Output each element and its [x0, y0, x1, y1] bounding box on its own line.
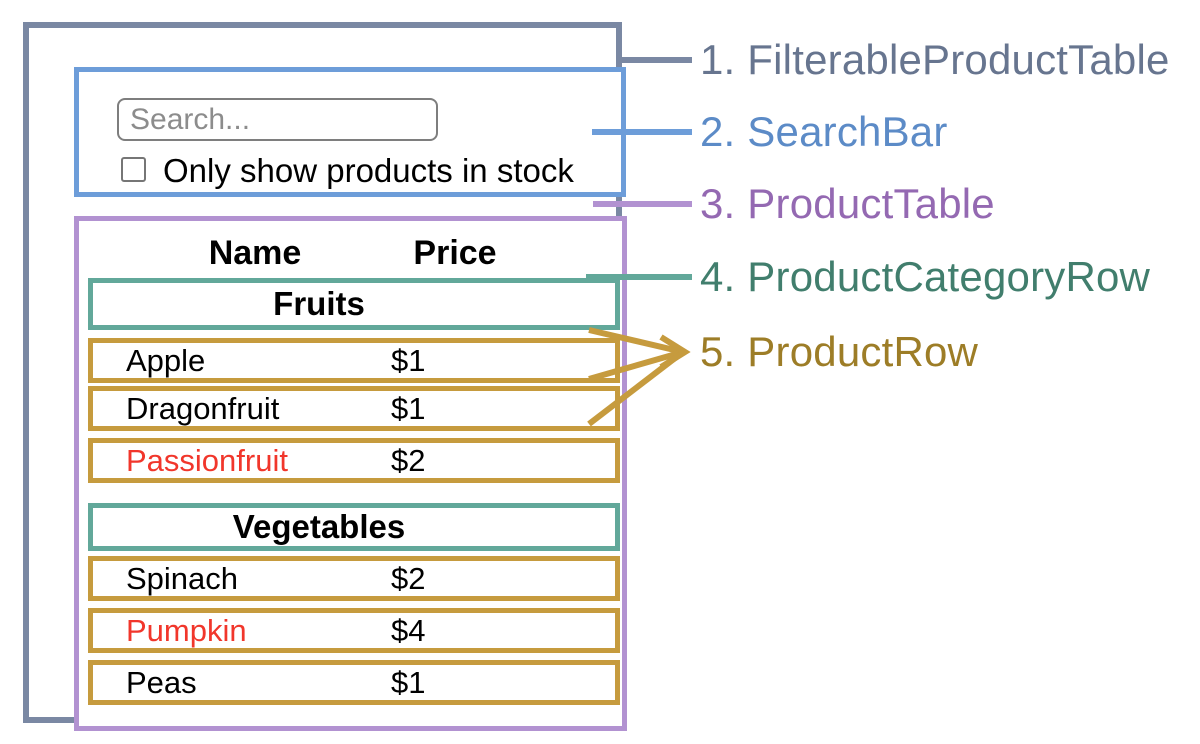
label-product-category-row: 4. ProductCategoryRow [700, 253, 1151, 300]
label-search-bar: 2. SearchBar [700, 108, 948, 155]
product-name: Dragonfruit [126, 390, 280, 426]
search-input[interactable] [117, 98, 438, 141]
product-table-box: Name Price Fruits Apple $1 Dragonfruit $… [74, 216, 627, 731]
product-price: $1 [391, 390, 426, 426]
product-row: Dragonfruit $1 [88, 386, 620, 431]
column-header-name: Name [208, 233, 302, 272]
product-price: $2 [391, 560, 426, 596]
in-stock-checkbox-label: Only show products in stock [163, 152, 574, 189]
filterable-product-table-box: Only show products in stock Name Price F… [23, 22, 627, 731]
label-filterable-product-table: 1. FilterableProductTable [700, 36, 1170, 83]
product-price: $2 [391, 442, 426, 478]
product-name: Apple [126, 342, 206, 378]
category-label: Vegetables [232, 508, 406, 545]
arrowhead-icon [659, 334, 691, 370]
label-product-table: 3. ProductTable [700, 180, 995, 227]
product-name: Peas [126, 664, 197, 700]
category-row-fruits: Fruits [88, 278, 620, 330]
category-row-vegetables: Vegetables [88, 503, 620, 551]
product-row: Peas $1 [88, 660, 620, 705]
product-price: $1 [391, 664, 426, 700]
product-price: $1 [391, 342, 426, 378]
category-label: Fruits [273, 285, 365, 322]
product-row: Passionfruit $2 [88, 438, 620, 483]
product-name: Pumpkin [126, 612, 247, 648]
label-product-row: 5. ProductRow [700, 328, 979, 375]
product-name: Passionfruit [126, 442, 288, 478]
column-header-price: Price [413, 233, 497, 272]
product-row: Spinach $2 [88, 556, 620, 601]
product-name: Spinach [126, 560, 239, 596]
search-bar-box: Only show products in stock [74, 67, 626, 197]
product-price: $4 [391, 612, 426, 648]
in-stock-checkbox[interactable] [121, 157, 146, 182]
product-row: Pumpkin $4 [88, 608, 620, 653]
product-row: Apple $1 [88, 338, 620, 383]
